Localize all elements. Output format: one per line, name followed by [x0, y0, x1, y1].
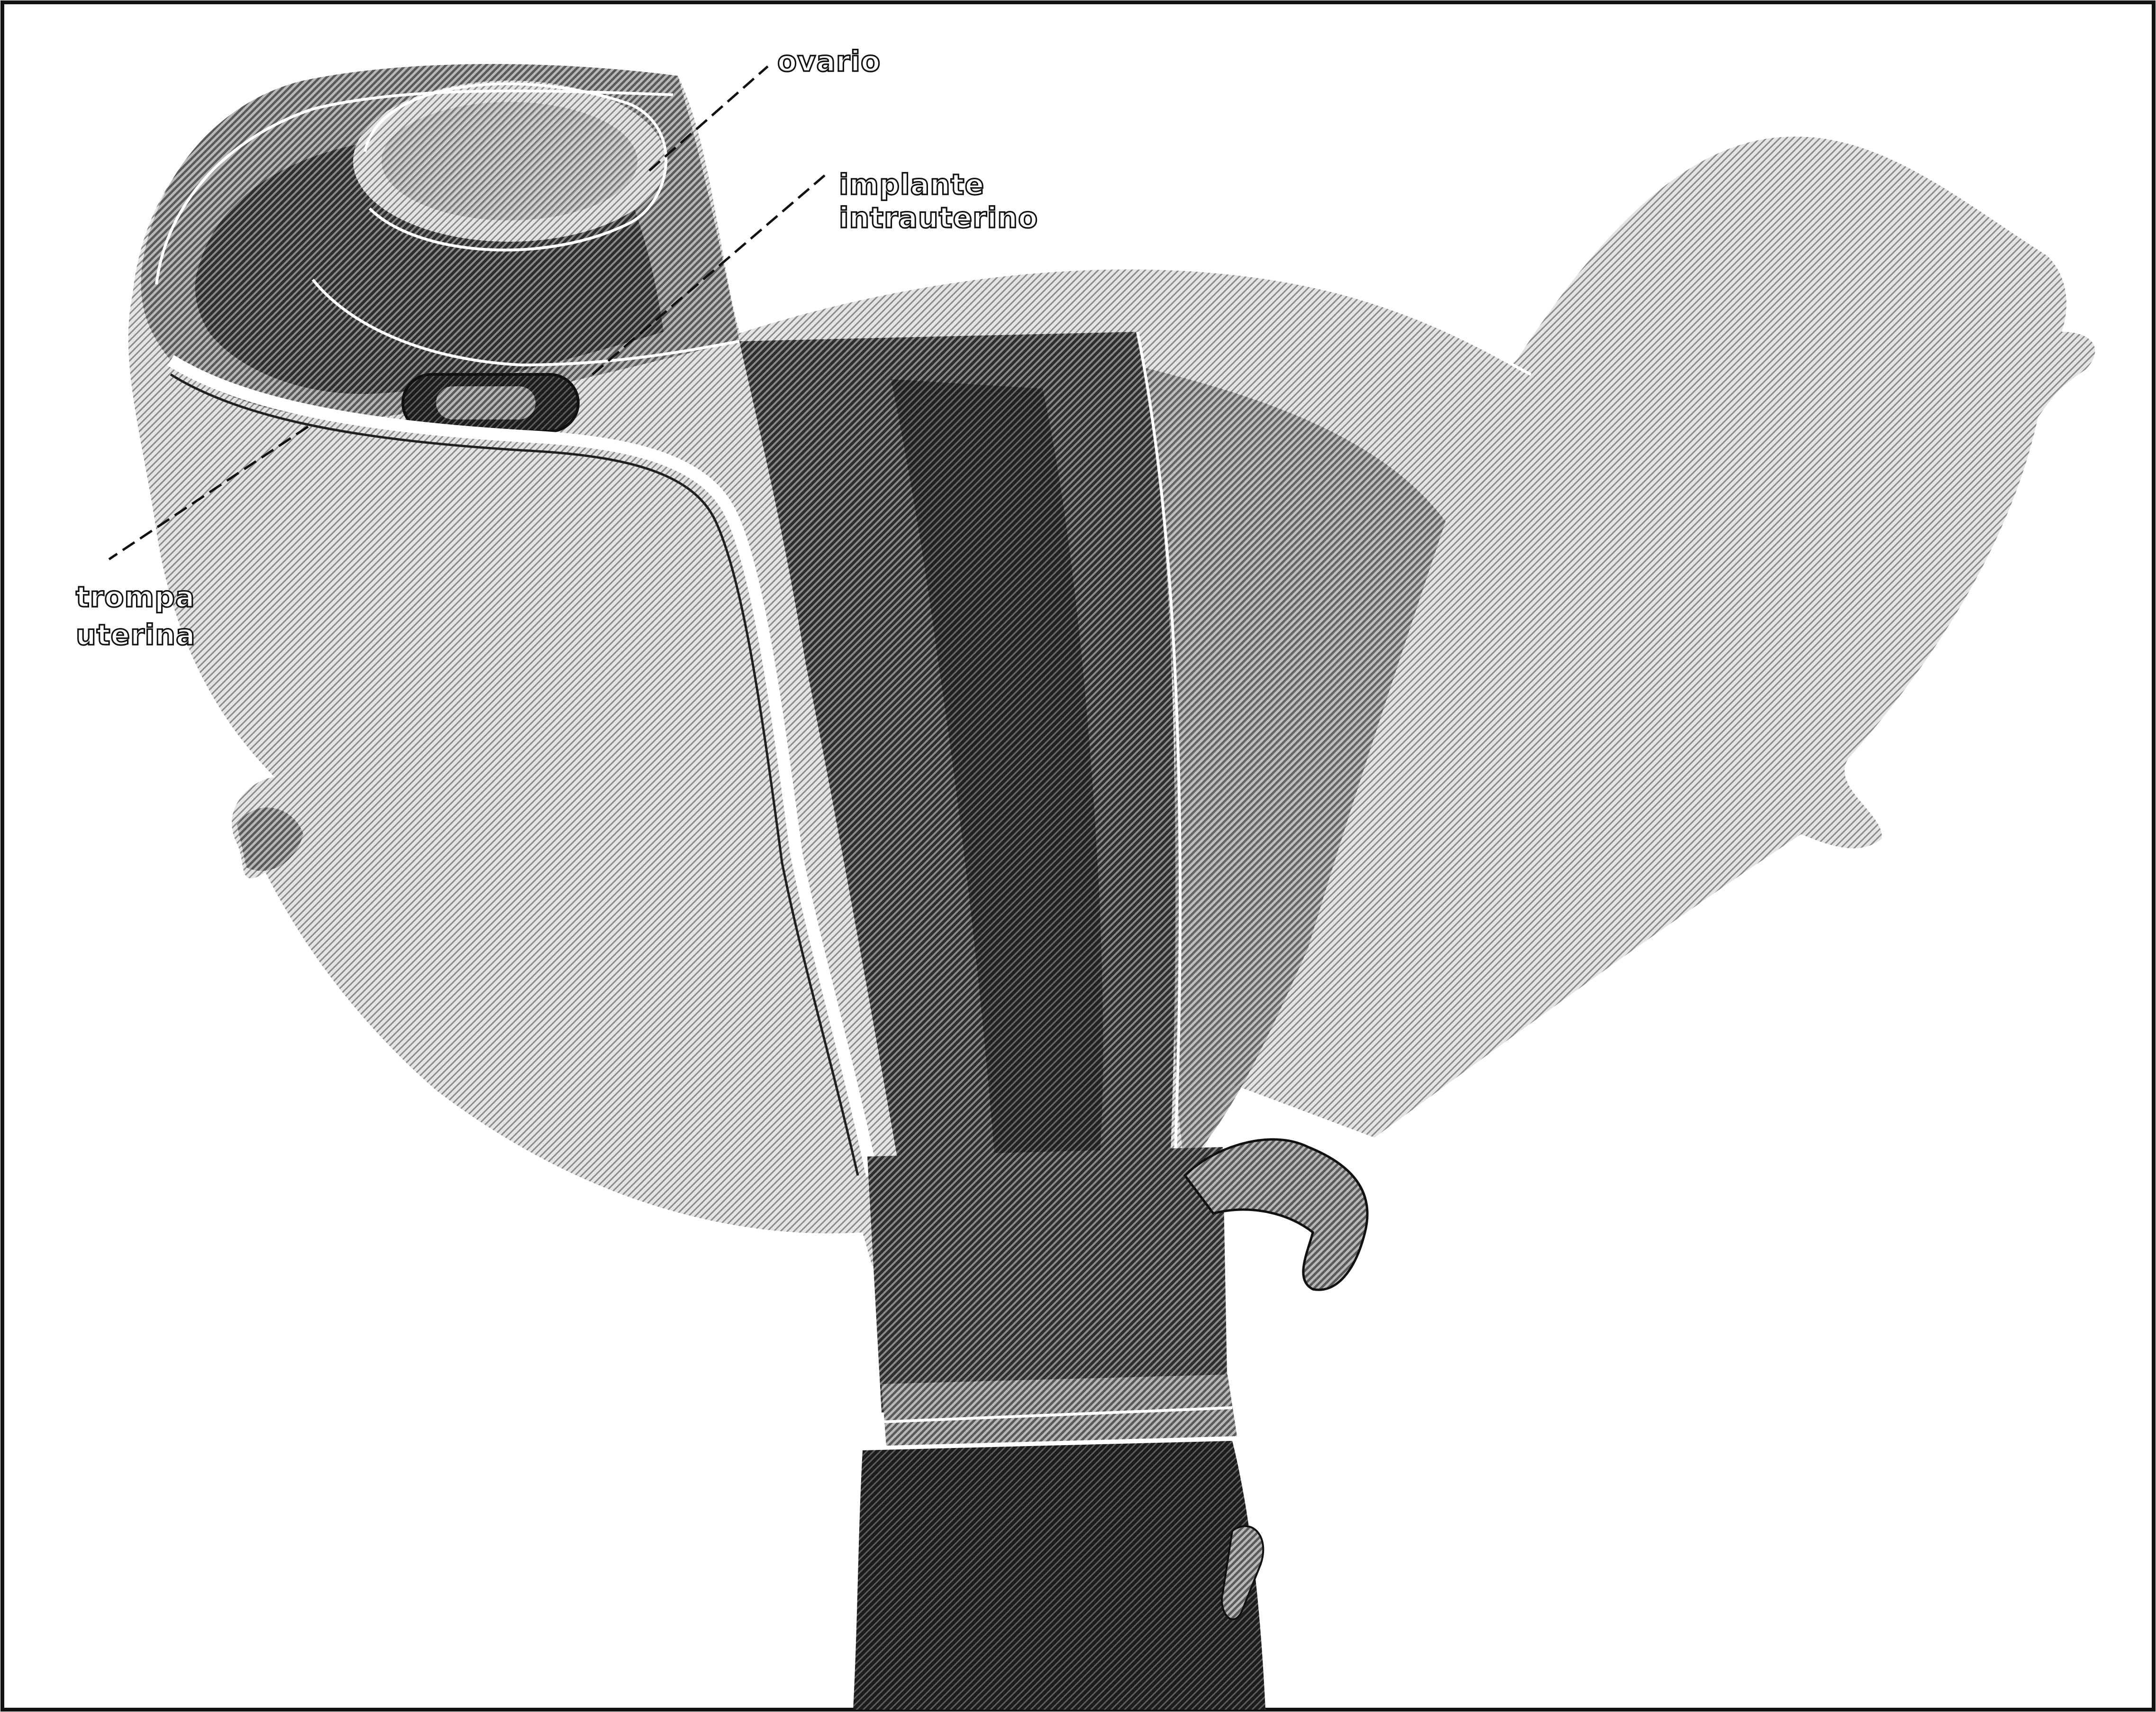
vaginal-canal: [853, 1441, 1265, 1710]
implant-highlight: [436, 386, 536, 419]
label-ovary: ovario: [777, 45, 881, 78]
label-implant-line1: implante: [839, 168, 984, 201]
ovary-texture: [382, 102, 637, 220]
label-tube-line1: trompa: [76, 581, 195, 614]
label-tube-line2: uterina: [76, 619, 195, 652]
cervix: [867, 1147, 1228, 1412]
label-implant-line2: intrauterino: [839, 201, 1038, 235]
